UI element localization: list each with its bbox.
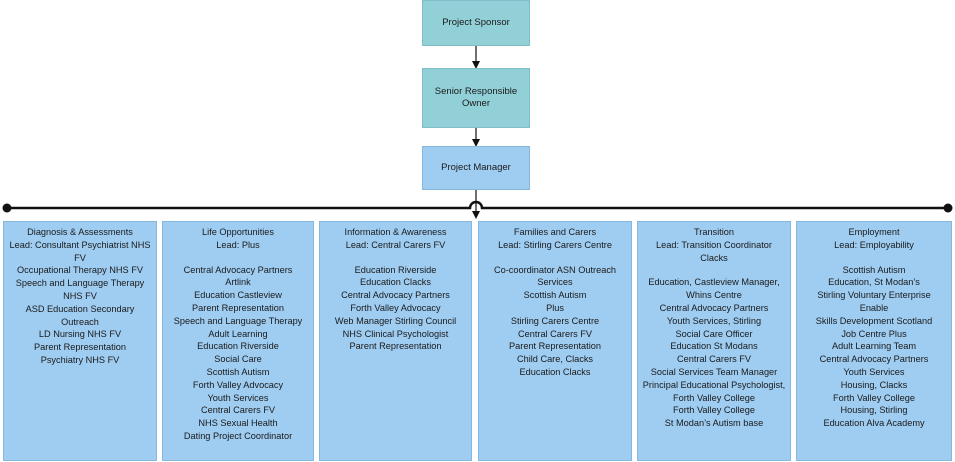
senior-responsible-owner-box: Senior Responsible Owner	[422, 68, 530, 128]
member-list: Central Advocacy Partners Artlink Educat…	[166, 264, 310, 443]
member-item: Parent Representation	[34, 342, 126, 353]
member-item: Skills Development Scotland	[815, 315, 933, 326]
member-item: Child Care, Clacks	[516, 354, 594, 365]
member-item: NHS Sexual Health	[198, 418, 278, 429]
member-item: Psychiatry NHS FV	[40, 354, 120, 365]
member-item: Adult Learning Team	[831, 341, 917, 352]
senior-responsible-owner-label: Senior Responsible Owner	[434, 85, 518, 109]
member-item: NHS Clinical Psychologist	[342, 328, 449, 339]
member-item: Parent Representation	[509, 341, 601, 352]
member-item: Occupational Therapy NHS FV	[17, 265, 143, 276]
member-item: Housing, Stirling	[840, 405, 908, 416]
member-item: Education Riverside	[354, 264, 437, 275]
project-manager-label: Project Manager	[441, 161, 511, 173]
member-item: Housing, Clacks	[840, 379, 908, 390]
member-item: Forth Valley College	[672, 405, 756, 416]
member-item: Youth Services	[207, 392, 269, 403]
member-item: Parent Representation	[192, 302, 284, 313]
workstream-life-opportunities: Life Opportunities Lead: Plus Central Ad…	[162, 221, 314, 461]
member-item: Speech and Language Therapy NHS FV	[15, 278, 145, 301]
member-item: Adult Learning	[208, 328, 268, 339]
member-item: Co-coordinator ASN Outreach Services	[493, 264, 617, 288]
member-item: Central Carers FV	[517, 328, 593, 339]
member-list: Scottish Autism Education, St Modan’s St…	[800, 264, 948, 430]
project-manager-box: Project Manager	[422, 146, 530, 190]
member-list: Education, Castleview Manager, Whins Cen…	[641, 276, 787, 430]
member-item: Web Manager Stirling Council	[334, 315, 457, 326]
member-item: Job Centre Plus	[841, 328, 907, 339]
bus-end-right	[943, 203, 953, 213]
member-item: Scottish Autism	[842, 264, 906, 275]
workstream-employment: Employment Lead: Employability Scottish …	[796, 221, 952, 461]
workstream-transition: Transition Lead: Transition Coordinator …	[637, 221, 791, 461]
workstream-families-carers: Families and Carers Lead: Stirling Carer…	[478, 221, 632, 461]
member-item: Scottish Autism	[523, 290, 587, 301]
member-item: Education Clacks	[519, 366, 591, 377]
member-list: Education Riverside Education Clacks Cen…	[323, 264, 468, 354]
workstream-title: Diagnosis & Assessments	[27, 227, 133, 237]
member-item: Education Riverside	[197, 341, 279, 352]
workstream-information-awareness: Information & Awareness Lead: Central Ca…	[319, 221, 472, 461]
member-item: Education, Castleview Manager, Whins Cen…	[648, 277, 780, 301]
workstream-lead: Lead: Employability	[834, 239, 914, 250]
workstream-title: Transition	[694, 227, 734, 237]
member-item: Dating Project Coordinator	[183, 430, 293, 441]
member-item: Central Advocacy Partners	[341, 290, 450, 301]
member-item: Scottish Autism	[206, 366, 270, 377]
workstream-lead: Lead: Central Carers FV	[345, 239, 446, 250]
member-item: Central Advocacy Partners	[659, 302, 769, 313]
workstream-lead: Lead: Stirling Carers Centre	[498, 239, 612, 250]
member-item: Central Advocacy Partners	[819, 354, 929, 365]
project-sponsor-box: Project Sponsor	[422, 0, 530, 46]
member-item: LD Nursing NHS FV	[38, 329, 122, 340]
member-item: Forth Valley College	[832, 392, 916, 403]
member-item: Principal Educational Psychologist, Fort…	[642, 379, 786, 403]
bus-end-left	[2, 203, 12, 213]
member-item: Education Clacks	[360, 277, 431, 288]
member-item: Youth Services, Stirling	[666, 315, 762, 326]
member-item: Education Castleview	[194, 290, 282, 301]
horizontal-bus-line	[7, 200, 948, 210]
member-item: Stirling Voluntary Enterprise	[817, 290, 931, 301]
member-item: Youth Services	[843, 366, 905, 377]
workstream-diagnosis: Diagnosis & Assessments Lead: Consultant…	[3, 221, 157, 461]
workstream-title: Families and Carers	[513, 227, 597, 237]
member-item: Stirling Carers Centre	[510, 315, 600, 326]
member-item: Forth Valley Advocacy	[350, 302, 441, 313]
member-item: Speech and Language Therapy	[173, 315, 303, 326]
member-item: Education St Modans	[670, 341, 758, 352]
member-item: Artlink	[225, 277, 251, 288]
member-item: Plus	[546, 302, 564, 313]
member-item: Education, St Modan’s	[828, 277, 920, 288]
member-item: Education Alva Academy	[823, 418, 925, 429]
member-item: St Modan’s Autism base	[664, 418, 764, 429]
member-item: Central Advocacy Partners	[183, 264, 293, 275]
workstream-title: Employment	[848, 227, 900, 237]
workstream-lead: Lead: Transition Coordinator Clacks	[656, 239, 772, 263]
member-item: Central Carers FV	[676, 354, 752, 365]
member-item: Parent Representation	[349, 341, 442, 352]
member-list: Occupational Therapy NHS FV Speech and L…	[7, 264, 153, 366]
workstream-title: Life Opportunities	[201, 227, 274, 237]
workstream-lead: Lead: Consultant Psychiatrist NHS FV	[9, 239, 151, 263]
member-item: Forth Valley Advocacy	[192, 379, 284, 390]
project-sponsor-label: Project Sponsor	[442, 16, 510, 28]
member-list: Co-coordinator ASN Outreach Services Sco…	[482, 264, 628, 379]
workstream-lead: Lead: Plus	[216, 239, 260, 250]
workstream-title: Information & Awareness	[344, 227, 447, 237]
member-item: Social Care	[214, 354, 262, 365]
member-item: Social Care Officer	[675, 328, 753, 339]
member-item: Central Carers FV	[200, 405, 276, 416]
member-item: Enable	[859, 302, 889, 313]
member-item: Social Services Team Manager	[650, 366, 778, 377]
member-item: ASD Education Secondary Outreach	[25, 303, 135, 327]
